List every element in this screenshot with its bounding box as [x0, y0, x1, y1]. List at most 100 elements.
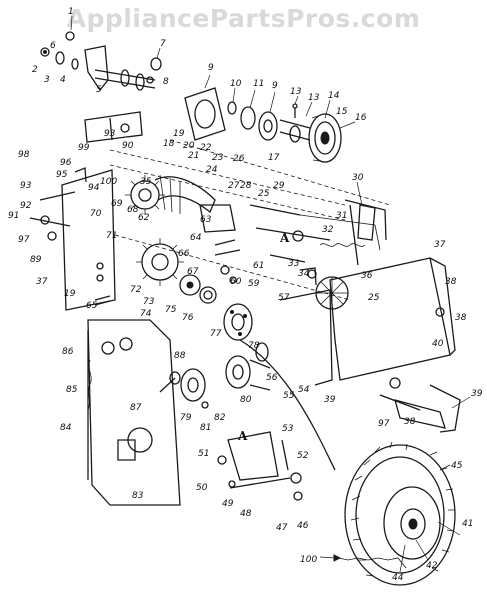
callout-100: 100	[100, 177, 117, 187]
callout-39b: 39	[324, 395, 336, 405]
callout-34: 34	[298, 269, 310, 279]
callout-32: 32	[322, 225, 334, 235]
wheel-and-tire	[344, 441, 456, 586]
callout-6: 6	[50, 41, 56, 51]
callout-47: 47	[276, 523, 288, 533]
callout-95: 95	[56, 170, 68, 180]
callout-24: 24	[206, 165, 218, 175]
callout-68: 68	[127, 205, 139, 215]
callout-69: 69	[111, 199, 123, 209]
callout-90: 90	[122, 141, 134, 151]
callout-56: 56	[266, 373, 278, 383]
callout-88: 88	[174, 351, 186, 361]
callout-62: 62	[138, 213, 150, 223]
callout-31: 31	[336, 211, 347, 221]
callout-59: 59	[248, 279, 260, 289]
callout-7: 7	[160, 39, 166, 49]
callout-28: 28	[240, 181, 252, 191]
axle-bracket	[379, 307, 461, 433]
callout-2: 2	[32, 65, 38, 75]
callout-100b: 100	[300, 555, 317, 565]
callout-63: 63	[200, 215, 212, 225]
callout-15: 15	[336, 107, 348, 117]
leader-lines	[204, 74, 471, 573]
callout-94: 94	[88, 183, 100, 193]
callout-25: 25	[258, 189, 270, 199]
callout-38: 38	[445, 277, 457, 287]
callout-10: 10	[230, 79, 242, 89]
callout-23: 23	[212, 153, 224, 163]
callout-18: 18	[163, 139, 175, 149]
callout-45: 45	[451, 461, 463, 471]
callout-98: 98	[18, 150, 30, 160]
callout-19: 19	[173, 129, 185, 139]
callout-29: 29	[273, 181, 285, 191]
left-panel-hardware	[29, 111, 143, 306]
callout-39: 39	[471, 389, 483, 399]
callout-49: 49	[222, 499, 234, 509]
callout-46: 46	[297, 521, 309, 531]
callout-40: 40	[432, 339, 444, 349]
callout-77: 77	[210, 329, 222, 339]
callout-89: 89	[30, 255, 42, 265]
callout-36: 36	[361, 271, 373, 281]
callout-65: 65	[86, 301, 98, 311]
callout-79: 79	[180, 413, 192, 423]
callout-78: 78	[248, 341, 260, 351]
callout-9b: 9	[272, 81, 278, 91]
callout-55: 55	[283, 391, 295, 401]
callout-38c: 38	[404, 417, 416, 427]
callout-92: 92	[20, 201, 32, 211]
callout-80: 80	[240, 395, 252, 405]
callout-75: 75	[165, 305, 177, 315]
callout-73: 73	[143, 297, 155, 307]
callout-37b: 37	[36, 277, 48, 287]
callout-81: 81	[200, 423, 211, 433]
callout-82: 82	[214, 413, 226, 423]
callout-14: 14	[328, 91, 340, 101]
callout-60: 60	[230, 277, 242, 287]
callout-27: 27	[228, 181, 240, 191]
callout-66: 66	[178, 249, 190, 259]
callout-3: 3	[44, 75, 50, 85]
callout-76: 76	[182, 313, 194, 323]
callout-35: 35	[140, 177, 152, 187]
callout-72: 72	[130, 285, 142, 295]
callout-97: 97	[18, 235, 30, 245]
callout-54: 54	[298, 385, 310, 395]
callout-96: 96	[60, 158, 72, 168]
callout-50: 50	[196, 483, 208, 493]
callout-64: 64	[190, 233, 202, 243]
callout-86: 86	[62, 347, 74, 357]
callout-21: 21	[188, 151, 199, 161]
callout-61: 61	[253, 261, 264, 271]
callout-labels: 1 2 3 4 5 6 7 8 9 10 11 13 9 13 14 15 16…	[8, 7, 483, 583]
callout-8: 8	[163, 77, 169, 87]
callout-38b: 38	[455, 313, 467, 323]
callout-41: 41	[462, 519, 473, 529]
callout-20: 20	[183, 141, 195, 151]
drive-chain	[337, 557, 407, 569]
callout-99: 99	[78, 143, 90, 153]
callout-19b: 19	[64, 289, 76, 299]
callout-9: 9	[208, 63, 214, 73]
callout-85: 85	[66, 385, 78, 395]
callout-42: 42	[426, 561, 438, 571]
view-letter-a-upper: A	[279, 231, 290, 245]
lower-linkage	[217, 431, 303, 501]
callout-53: 53	[282, 424, 294, 434]
callout-13: 13	[308, 93, 320, 103]
callout-1: 1	[68, 7, 74, 17]
callout-16: 16	[355, 113, 367, 123]
right-bracket-assembly	[249, 204, 376, 286]
callout-70: 70	[90, 209, 102, 219]
control-cable	[239, 339, 336, 471]
callout-97b: 97	[378, 419, 390, 429]
callout-25b: 25	[368, 293, 380, 303]
callout-5: 5	[96, 85, 102, 95]
callout-52: 52	[297, 451, 309, 461]
sprocket-and-chain-assembly	[125, 174, 253, 341]
callout-91: 91	[8, 211, 19, 221]
